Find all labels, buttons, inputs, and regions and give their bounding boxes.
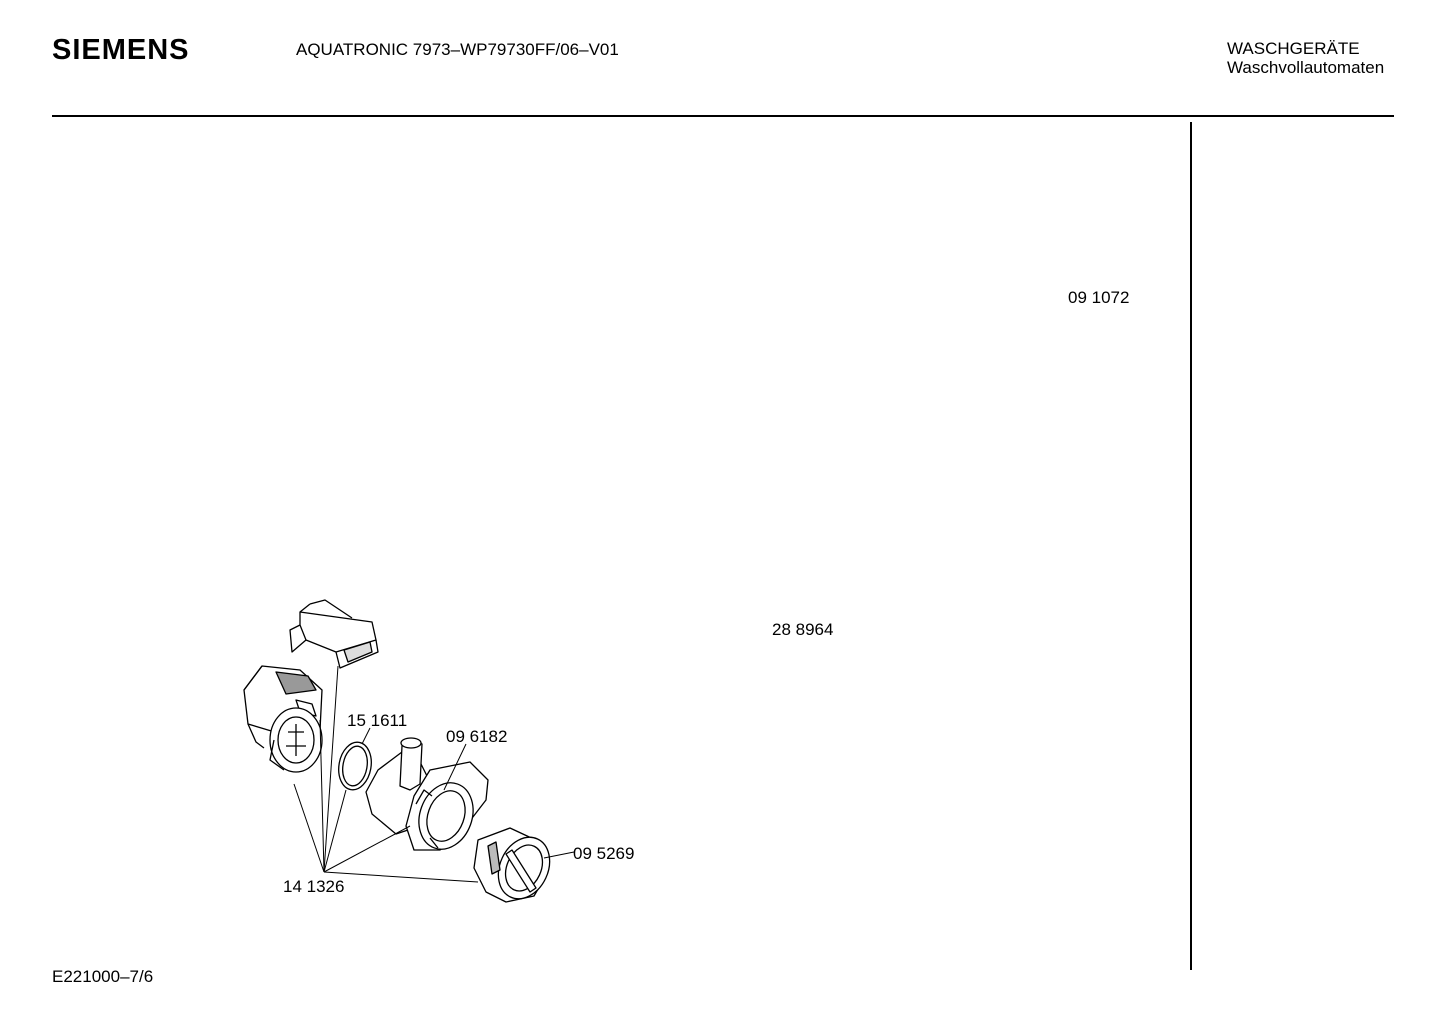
part-number-label: 14 1326 — [283, 877, 345, 896]
model-title: AQUATRONIC 7973–WP79730FF/06–V01 — [296, 40, 619, 59]
pump-cover-part — [289, 599, 379, 669]
header-divider — [52, 115, 1394, 117]
part-number-label: 09 5269 — [573, 844, 635, 863]
o-ring-part — [338, 741, 372, 791]
category-line-1: WASCHGERÄTE — [1227, 39, 1360, 58]
drain-pump-motor-part — [243, 665, 323, 773]
pump-housing-part — [365, 737, 489, 851]
part-number-label: 09 1072 — [1068, 288, 1130, 307]
drawing-code: E221000–7/6 — [52, 967, 154, 986]
brand-logo: SIEMENS — [52, 34, 190, 66]
part-number-label: 28 8964 — [772, 620, 834, 639]
part-number-label: 15 1611 — [347, 711, 408, 730]
leader-lines — [293, 665, 575, 883]
category-line-2: Waschvollautomaten — [1227, 58, 1385, 77]
part-number-label: 09 6182 — [446, 727, 508, 746]
side-divider — [1190, 122, 1192, 970]
filter-cap-part — [473, 827, 551, 903]
